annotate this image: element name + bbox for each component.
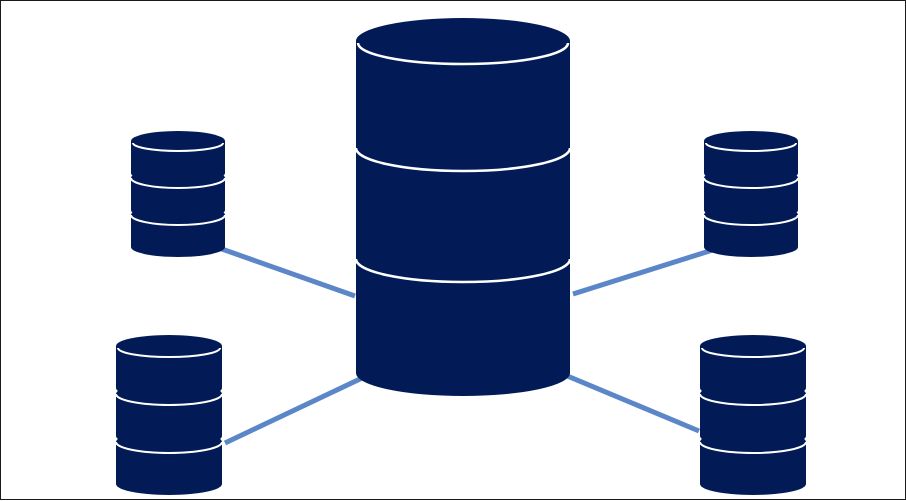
database-segment-3 [704,205,798,257]
database-separator-2 [115,441,223,454]
bottom-right-database [699,335,807,495]
database-top-rim [132,142,224,152]
database-top-rim [705,142,797,152]
top-right-database [703,131,799,257]
database-segment-3 [356,236,570,396]
top-left-database [130,131,226,257]
database-segment-2 [116,383,222,447]
database-segment-1 [700,335,806,399]
database-segment-3 [131,205,225,257]
database-separator-1 [703,177,799,189]
database-separator-1 [699,393,807,406]
database-top-rim [117,347,221,358]
database-separator-2 [703,214,799,226]
database-segment-3 [116,431,222,495]
bottom-left-database [115,335,223,495]
database-separator-2 [699,441,807,454]
connector-line-top-left-database [218,245,356,299]
database-separator-2 [130,214,226,226]
connector-lines [218,245,720,446]
database-top-rim [701,347,805,358]
connector-line-bottom-right-database [552,367,700,434]
database-separator-2 [354,258,572,284]
database-separator-1 [354,147,572,173]
database-segment-1 [116,335,222,399]
database-separator-1 [130,177,226,189]
database-segment-2 [700,383,806,447]
central-database [354,18,572,396]
database-segment-3 [700,431,806,495]
connector-line-bottom-left-database [223,367,381,446]
connector-line-top-right-database [572,245,720,297]
database-separator-1 [115,393,223,406]
database-top-rim [356,42,570,66]
